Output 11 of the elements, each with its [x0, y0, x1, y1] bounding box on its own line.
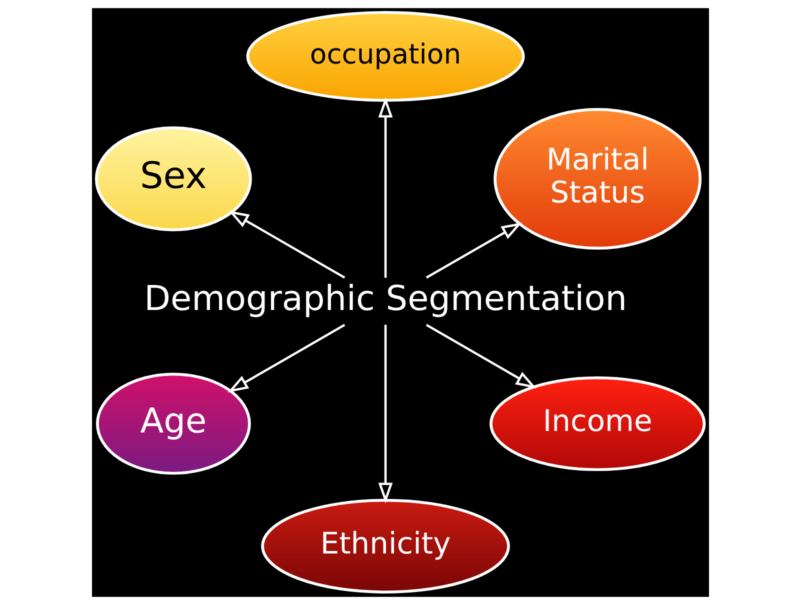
arrow	[425, 222, 522, 279]
arrow	[227, 324, 345, 392]
arrow	[425, 324, 536, 388]
node-ellipse: occupation	[246, 11, 524, 102]
node-ellipse: Income	[489, 376, 706, 472]
arrow	[378, 324, 392, 504]
node-text: Demographic Segmentation	[144, 278, 626, 319]
arrow	[228, 210, 345, 279]
node-ellipse: Ethnicity	[260, 498, 510, 594]
node-ellipse: Marital Status	[493, 108, 702, 250]
arrow	[378, 96, 392, 278]
